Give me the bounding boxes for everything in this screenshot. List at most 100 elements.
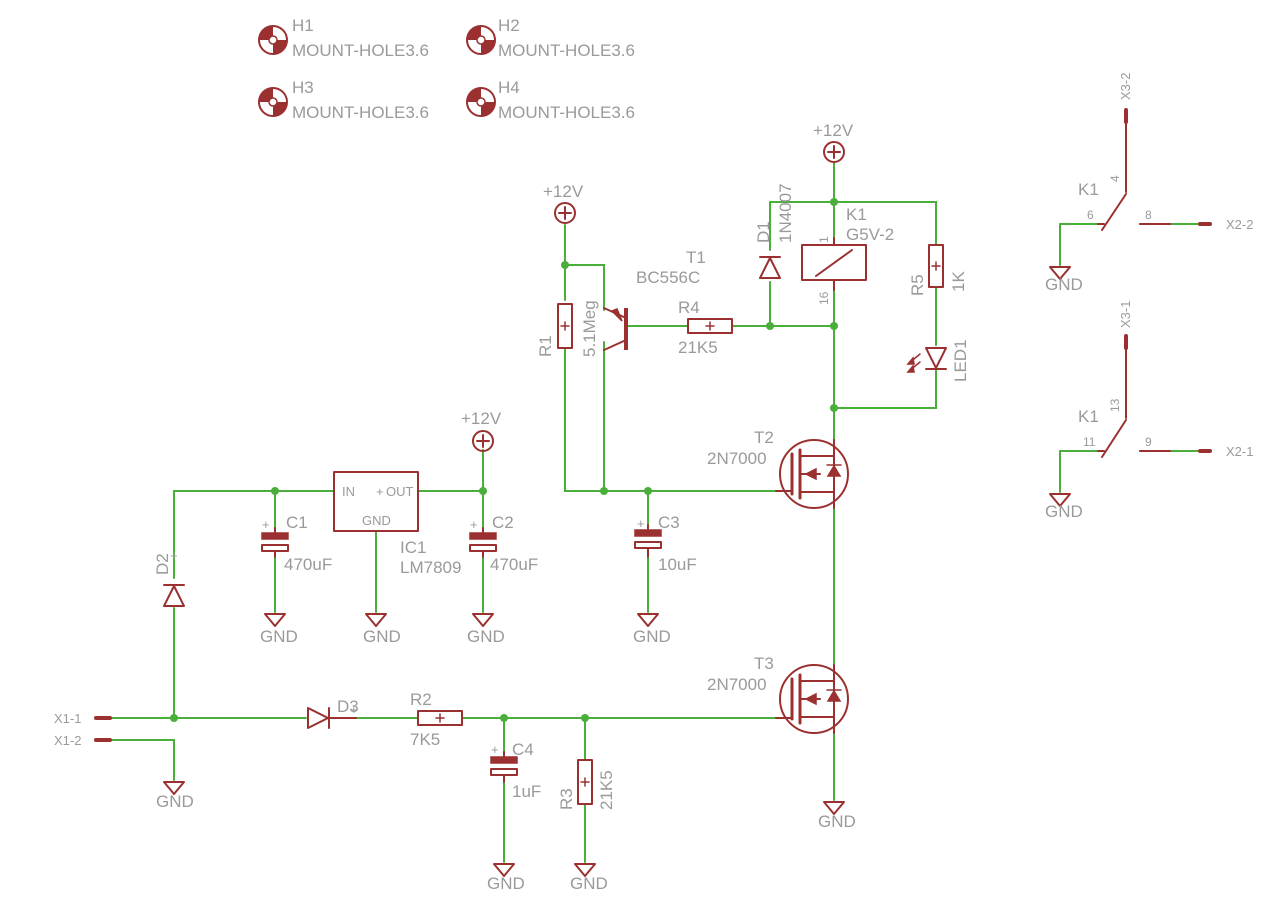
pin-number: 9: [1145, 435, 1152, 449]
relay-contact-k1b: X3-1 X2-1 K1 13 11 9: [1078, 301, 1253, 459]
component-name: LED1: [951, 339, 970, 382]
mount-hole-value: MOUNT-HOLE3.6: [292, 103, 429, 122]
component-value: 5.1Meg: [580, 300, 599, 357]
pin-label: OUT: [386, 484, 414, 499]
mosfet-t3: T3 2N7000: [707, 654, 849, 734]
mosfet-t2: T2 2N7000: [707, 428, 849, 509]
component-name: C4: [512, 740, 534, 759]
svg-text:+: +: [350, 702, 358, 717]
component-name: R3: [557, 788, 576, 810]
component-value: 7K5: [410, 730, 440, 749]
gnd-c2: GND: [467, 613, 505, 646]
component-value: 1K: [949, 271, 968, 292]
pin-number: 1: [817, 236, 831, 243]
capacitor-c2: + C2 470uF: [469, 513, 538, 574]
diode-d1: D1 1N4007: [754, 183, 795, 279]
component-name: K1: [846, 205, 867, 224]
svg-text:GND: GND: [487, 874, 525, 893]
resistor-r1: R1 5.1Meg: [536, 300, 599, 357]
resistor-r5: R5 1K: [908, 244, 968, 296]
component-value: 470uF: [490, 555, 538, 574]
contact-name: K1: [1078, 407, 1099, 426]
mount-hole-h3: H3 MOUNT-HOLE3.6: [258, 78, 429, 122]
pin-number: 4: [1108, 175, 1122, 182]
gnd-symbols: GND GND GND GND GND GND GND GND GND GND: [156, 266, 1083, 893]
component-name: R2: [410, 690, 432, 709]
connector-label: X1-1: [54, 711, 81, 726]
svg-text:+: +: [262, 517, 270, 532]
svg-text:GND: GND: [570, 874, 608, 893]
gnd-k1b: GND: [1045, 493, 1083, 521]
pin-number: 11: [1083, 435, 1096, 449]
gnd-c3: GND: [633, 613, 671, 646]
component-value: 470uF: [284, 555, 332, 574]
mount-hole-h2: H2 MOUNT-HOLE3.6: [466, 16, 635, 60]
component-value: 1N4007: [776, 183, 795, 243]
component-name: R1: [536, 335, 555, 357]
gnd-k1a: GND: [1045, 266, 1083, 294]
component-name: R4: [678, 298, 700, 317]
diode-d3: + D3: [307, 697, 359, 729]
pin-label: IN: [342, 484, 355, 499]
mount-hole-h4: H4 MOUNT-HOLE3.6: [466, 78, 635, 122]
component-value: 2N7000: [707, 449, 767, 468]
component-name: T1: [686, 248, 706, 267]
mount-hole-name: H1: [292, 16, 314, 35]
svg-text:+: +: [376, 484, 384, 499]
supply-12v-relay: +12V: [813, 121, 854, 163]
component-name: C2: [492, 513, 514, 532]
svg-text:GND: GND: [818, 812, 856, 831]
relay-coil-k1: K1 G5V-2 1 16: [801, 205, 894, 305]
connector-label: X2-1: [1226, 444, 1253, 459]
svg-text:+: +: [470, 517, 478, 532]
resistor-r3: R3 21K5: [557, 759, 616, 810]
regulator-ic1: IN + OUT GND IC1 LM7809: [333, 471, 461, 577]
led-led1: LED1: [906, 339, 970, 382]
connector-label: X3-2: [1118, 73, 1133, 100]
component-name: C1: [286, 513, 308, 532]
resistor-r4: R4 21K5: [678, 298, 733, 357]
component-name: D2: [153, 553, 172, 575]
mount-hole-value: MOUNT-HOLE3.6: [498, 41, 635, 60]
svg-text:GND: GND: [363, 627, 401, 646]
connector-label: X3-1: [1118, 301, 1133, 328]
component-name: C3: [658, 513, 680, 532]
component-value: LM7809: [400, 558, 461, 577]
component-name: IC1: [400, 538, 426, 557]
resistor-r2: R2 7K5: [410, 690, 463, 749]
component-value: 10uF: [658, 555, 697, 574]
svg-text:GND: GND: [633, 627, 671, 646]
svg-text:GND: GND: [467, 627, 505, 646]
capacitor-c3: + C3 10uF: [634, 513, 697, 574]
supply-label: +12V: [461, 409, 502, 428]
supply-12v-reg: +12V: [461, 409, 502, 452]
component-value: 21K5: [597, 770, 616, 810]
mount-hole-value: MOUNT-HOLE3.6: [292, 41, 429, 60]
gnd-c4: GND: [487, 863, 525, 893]
svg-text:GND: GND: [1045, 502, 1083, 521]
pin-number: 6: [1087, 208, 1094, 222]
pin-number: 8: [1145, 208, 1152, 222]
connector-x1: X1-1 X1-2: [54, 711, 112, 748]
capacitor-c1: + C1 470uF: [261, 513, 332, 574]
mount-hole-name: H3: [292, 78, 314, 97]
mount-hole-name: H4: [498, 78, 520, 97]
component-name: D3: [337, 697, 359, 716]
junctions: [170, 198, 838, 722]
pin-label: GND: [362, 513, 391, 528]
contact-name: K1: [1078, 180, 1099, 199]
component-name: T3: [754, 654, 774, 673]
gnd-ic1: GND: [363, 613, 401, 646]
supply-label: +12V: [813, 121, 854, 140]
component-name: D1: [754, 221, 773, 243]
diode-d2: + D2: [153, 548, 185, 607]
component-value: 21K5: [678, 338, 718, 357]
gnd-c1: GND: [260, 613, 298, 646]
svg-text:+: +: [491, 742, 499, 757]
component-name: R5: [908, 274, 927, 296]
transistor-t1: T1 BC556C: [603, 248, 706, 351]
component-value: G5V-2: [846, 225, 894, 244]
connector-label: X1-2: [54, 733, 81, 748]
component-value: 1uF: [512, 782, 541, 801]
